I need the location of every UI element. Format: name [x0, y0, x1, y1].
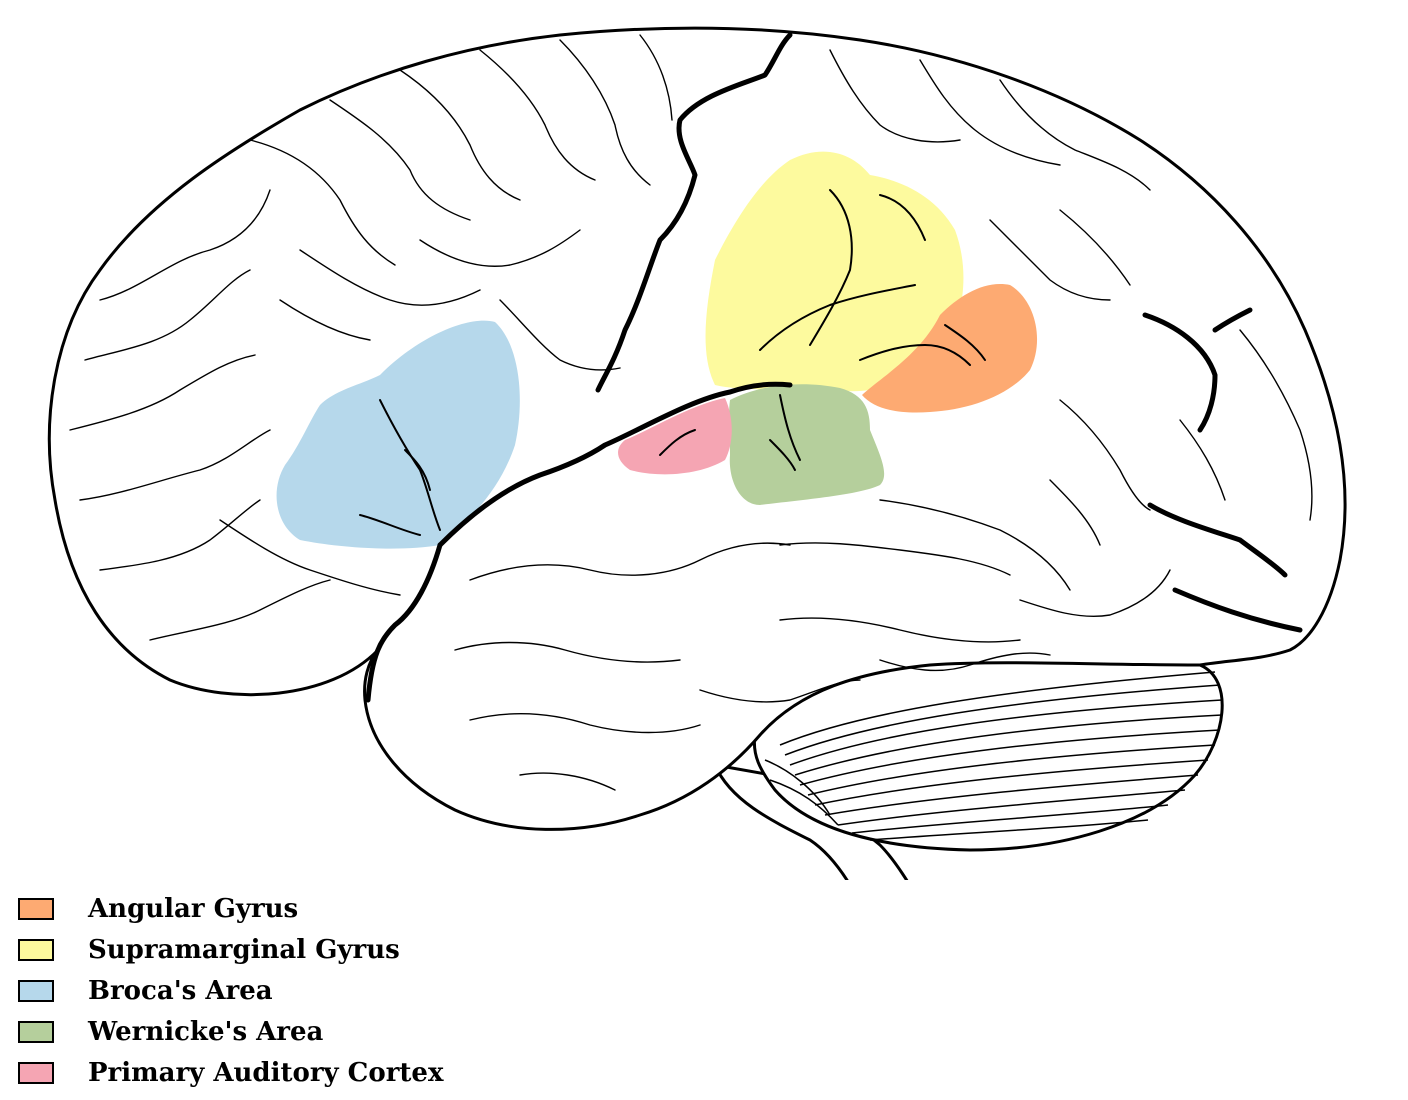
legend-swatch-wernickes-area — [18, 1020, 54, 1043]
region-sulci — [359, 189, 986, 536]
primary-auditory-cortex-region — [618, 398, 732, 475]
angular-gyrus-region — [862, 284, 1038, 413]
legend-swatch-supramarginal-gyrus — [18, 938, 54, 961]
brain-diagram — [47, 26, 1347, 880]
legend: Angular Gyrus Supramarginal Gyrus Broca'… — [18, 888, 618, 1093]
legend-item-primary-auditory-cortex: Primary Auditory Cortex — [18, 1052, 618, 1093]
legend-label: Wernicke's Area — [88, 1016, 324, 1047]
legend-label: Angular Gyrus — [88, 893, 299, 924]
fissures — [365, 32, 1303, 703]
legend-swatch-angular-gyrus — [18, 897, 54, 920]
legend-item-angular-gyrus: Angular Gyrus — [18, 888, 618, 929]
legend-item-wernickes-area: Wernicke's Area — [18, 1011, 618, 1052]
sulci — [69, 34, 1313, 791]
legend-label: Primary Auditory Cortex — [88, 1057, 444, 1088]
legend-swatch-primary-auditory-cortex — [18, 1061, 54, 1084]
supramarginal-gyrus-region — [705, 151, 964, 392]
legend-label: Supramarginal Gyrus — [88, 934, 400, 965]
cerebellum — [752, 654, 1224, 852]
legend-item-brocas-area: Broca's Area — [18, 970, 618, 1011]
legend-label: Broca's Area — [88, 975, 273, 1006]
legend-item-supramarginal-gyrus: Supramarginal Gyrus — [18, 929, 618, 970]
wernickes-area-region — [729, 384, 885, 505]
legend-swatch-brocas-area — [18, 979, 54, 1002]
